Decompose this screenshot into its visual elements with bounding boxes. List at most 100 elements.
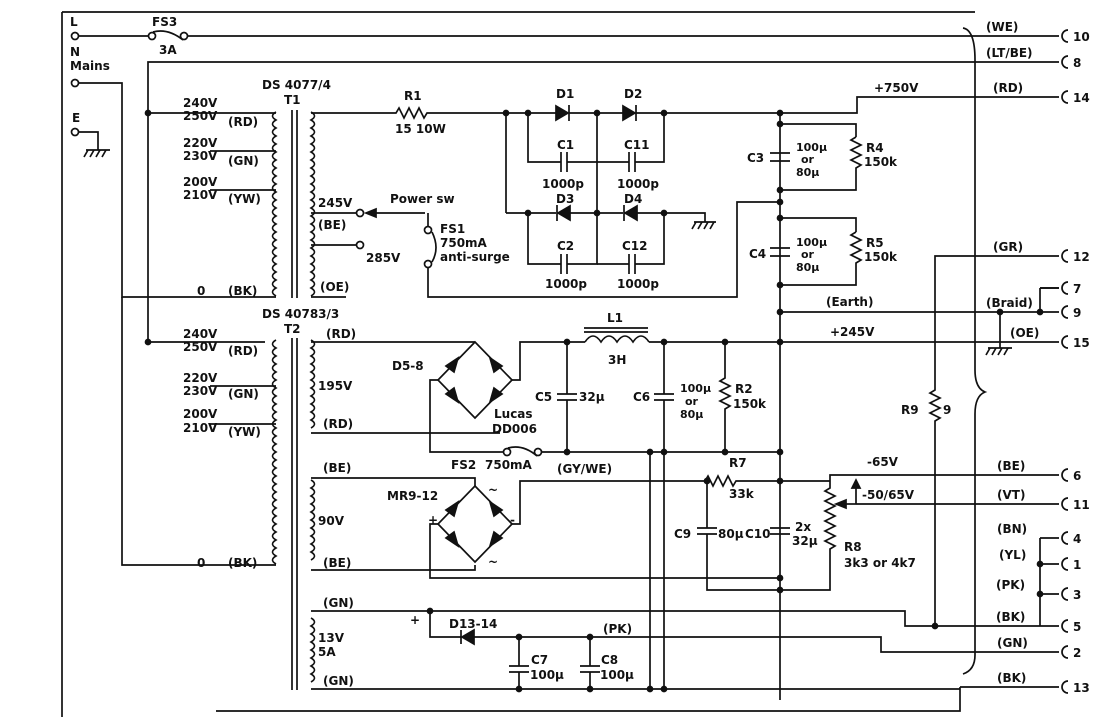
- svg-text:200V: 200V: [183, 175, 218, 189]
- wire-color-label: (GR): [993, 240, 1023, 254]
- svg-text:(GN): (GN): [323, 674, 354, 688]
- svg-text:100µ: 100µ: [796, 236, 827, 249]
- label-mains: Mains: [70, 59, 110, 73]
- connector-pin-3: 3 (PK): [996, 578, 1081, 602]
- svg-text:220V: 220V: [183, 371, 218, 385]
- connector: 10(WE)8(LT/BE)14(RD)12(GR)79(Braid)15(OE…: [960, 20, 1090, 695]
- svg-text:D1: D1: [556, 87, 574, 101]
- svg-text:32µ: 32µ: [792, 534, 818, 548]
- svg-text:230V: 230V: [183, 384, 218, 398]
- svg-text:230V: 230V: [183, 149, 218, 163]
- pin-number: 5: [1073, 620, 1081, 634]
- t1-245v: 245V: [318, 196, 353, 210]
- wire-color-label: (BN): [997, 522, 1027, 536]
- svg-text:C9: C9: [674, 527, 691, 541]
- svg-text:or: or: [801, 248, 815, 261]
- svg-text:33k: 33k: [729, 487, 755, 501]
- frame: [61, 11, 975, 717]
- wire-color-label: (Braid): [986, 296, 1033, 310]
- svg-text:1000p: 1000p: [617, 177, 659, 191]
- wire-color-label: (WE): [986, 20, 1018, 34]
- svg-text:80µ: 80µ: [718, 527, 744, 541]
- connector-pin-14: 14(RD): [960, 81, 1090, 105]
- svg-text:1000p: 1000p: [545, 277, 587, 291]
- svg-text:13V: 13V: [318, 631, 345, 645]
- ac-symbol-2: ~: [488, 555, 498, 569]
- pin-number: 8: [1073, 56, 1081, 70]
- pin-hook: [1061, 281, 1069, 295]
- pin-hook: [1061, 335, 1069, 349]
- pin-hook: [1061, 249, 1069, 263]
- connector-pin-7: 7: [1040, 281, 1081, 296]
- wire-color-label: (PK): [996, 578, 1025, 592]
- pin-number: 3: [1073, 588, 1081, 602]
- svg-text:1000p: 1000p: [542, 177, 584, 191]
- hv-smoothing: +750V C3 100µ or 80µ R4 150k C4 100µ or …: [747, 81, 960, 700]
- svg-text:C7: C7: [531, 653, 548, 667]
- svg-text:(RD): (RD): [323, 417, 353, 431]
- svg-text:240V: 240V: [183, 327, 218, 341]
- svg-text:80µ: 80µ: [796, 166, 819, 179]
- lucas-line2: DD006: [492, 422, 537, 436]
- rail-5065-label: -50/65V: [862, 488, 915, 502]
- connector-pin-12: 12(GR): [960, 240, 1090, 264]
- svg-text:240V: 240V: [183, 96, 218, 110]
- earth-symbol-braid: [985, 347, 1012, 356]
- pin-hook: [1061, 497, 1069, 511]
- r1-ref: R1: [404, 89, 422, 103]
- t1-be: (BE): [318, 218, 346, 232]
- svg-text:210V: 210V: [183, 188, 218, 202]
- svg-text:C10: C10: [745, 527, 771, 541]
- l1-ref: L1: [607, 311, 623, 325]
- label-l: L: [70, 15, 78, 29]
- pin-hook: [1061, 587, 1069, 601]
- pin-number: 7: [1073, 282, 1081, 296]
- pin-hook: [1061, 305, 1069, 319]
- rail-65-label: -65V: [867, 455, 899, 469]
- terminal-l: [70, 31, 80, 41]
- svg-text:2x: 2x: [795, 520, 811, 534]
- rail-245-label: +245V: [830, 325, 875, 339]
- pin-number: 10: [1073, 30, 1090, 44]
- terminal-e: [70, 127, 80, 137]
- svg-text:100µ: 100µ: [530, 668, 564, 682]
- svg-text:-: -: [510, 513, 515, 527]
- svg-text:80µ: 80µ: [796, 261, 819, 274]
- svg-text:(GN): (GN): [323, 596, 354, 610]
- svg-text:+: +: [428, 513, 438, 527]
- svg-text:C6: C6: [633, 390, 650, 404]
- ac-symbol-1: ~: [488, 483, 498, 497]
- pin-number: 4: [1073, 532, 1081, 546]
- svg-text:R4: R4: [866, 141, 884, 155]
- svg-text:C5: C5: [535, 390, 552, 404]
- mr912-label: MR9-12: [387, 489, 438, 503]
- svg-text:150k: 150k: [864, 155, 898, 169]
- svg-text:(BE): (BE): [323, 556, 351, 570]
- wire-color-label: (BE): [997, 459, 1025, 473]
- l1-value: 3H: [608, 353, 626, 367]
- earth-symbol-hv: [691, 221, 716, 230]
- negative-supply: MR9-12 ~ ~ + - R7 33k C9 80µ C10 2x 32µ …: [387, 455, 960, 594]
- svg-text:C1: C1: [557, 138, 574, 152]
- fs1-type: anti-surge: [440, 250, 510, 264]
- pin-number: 2: [1073, 646, 1081, 660]
- svg-text:100µ: 100µ: [680, 382, 711, 395]
- svg-text:(BK): (BK): [228, 284, 257, 298]
- connector-pin-2: 2(GN): [960, 636, 1081, 660]
- transformer-t2: DS 40783/3 T2 240V 250V (RD) 220V 230V (…: [183, 296, 960, 690]
- svg-text:(RD): (RD): [228, 115, 258, 129]
- svg-text:90V: 90V: [318, 514, 345, 528]
- pin-hook: [1061, 557, 1069, 571]
- earth-label: (Earth): [826, 295, 873, 309]
- svg-text:R8: R8: [844, 540, 862, 554]
- svg-text:250V: 250V: [183, 109, 218, 123]
- svg-text:1000p: 1000p: [617, 277, 659, 291]
- d58-label: D5-8: [392, 359, 424, 373]
- svg-text:C8: C8: [601, 653, 618, 667]
- transformer-t1: DS 4077/4 T1 240V 250V (RD) 220V 230V (G…: [148, 78, 401, 298]
- wire-color-label: (YL): [999, 548, 1026, 562]
- wire-color-label: (BK): [996, 610, 1025, 624]
- svg-text:C2: C2: [557, 239, 574, 253]
- pin-hook: [1061, 680, 1069, 694]
- svg-text:5A: 5A: [318, 645, 336, 659]
